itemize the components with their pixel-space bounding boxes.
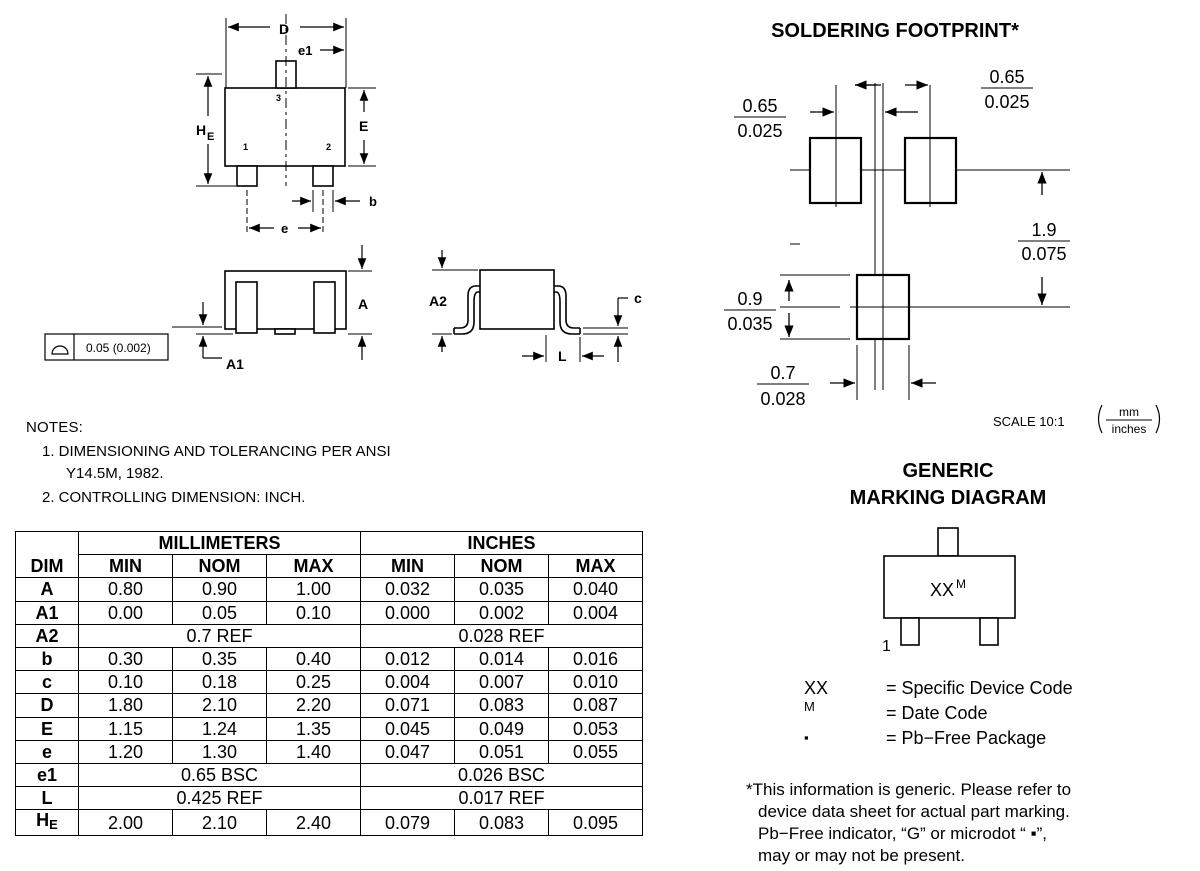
- marking-title: GENERIC MARKING DIAGRAM: [849, 460, 1047, 509]
- dim-top-right-mm: 0.65: [989, 67, 1024, 87]
- svg-text:0.05 (0.002): 0.05 (0.002): [86, 341, 151, 355]
- paren-left-icon: [1097, 404, 1103, 434]
- dim-label-D: D: [279, 21, 289, 37]
- flatness-tolerance-frame: 0.05 (0.002): [44, 333, 169, 361]
- dim-label-e1: e1: [298, 43, 312, 58]
- notes-heading: NOTES:: [26, 419, 84, 436]
- note-1: 1. DIMENSIONING AND TOLERANCING PER ANSI: [42, 443, 391, 460]
- dim-right-mm: 1.9: [1031, 220, 1056, 240]
- dim-bottom-mm: 0.7: [770, 363, 795, 383]
- col-header: NOM: [454, 554, 549, 579]
- col-header: MAX: [266, 554, 361, 579]
- footprint-title: SOLDERING FOOTPRINT*: [771, 20, 1019, 42]
- pin-number-2: 2: [326, 142, 331, 152]
- paren-right-icon: [1155, 404, 1161, 434]
- dim-label-e: e: [281, 221, 288, 236]
- dim-left-mm: 0.9: [737, 289, 762, 309]
- marking-code: XX: [930, 580, 954, 600]
- dim-label-L: L: [558, 348, 567, 364]
- marking-code-sup: M: [956, 577, 966, 591]
- marking-pin1: 1: [882, 638, 891, 655]
- dim-label-b: b: [369, 194, 377, 209]
- flatness-symbol-icon: [51, 345, 69, 355]
- unit-mm: mm: [1119, 405, 1139, 419]
- dim-label-HE-sub: E: [207, 131, 214, 143]
- soldering-footprint-drawing: 0.65 0.025 0.65 0.025 1.9 0.075 0.9 0.03…: [724, 67, 1161, 436]
- dim-label-A1: A1: [226, 356, 244, 372]
- col-header: DIM: [15, 554, 79, 579]
- legend-row: XX = Specific Device Code: [804, 678, 1073, 698]
- table-row: L 0.425 REF 0.017 REF: [15, 786, 643, 811]
- legend-row: M = Date Code: [804, 699, 988, 723]
- dim-right-in: 0.075: [1021, 244, 1066, 264]
- col-header: MIN: [78, 554, 173, 579]
- table-row: A2 0.7 REF 0.028 REF: [15, 623, 643, 648]
- pin-number-3: 3: [276, 93, 281, 103]
- col-header: MIN: [360, 554, 455, 579]
- note-2: 2. CONTROLLING DIMENSION: INCH.: [42, 489, 306, 506]
- table-row: e1 0.65 BSC 0.026 BSC: [15, 762, 643, 788]
- pin-number-1: 1: [243, 142, 248, 152]
- dim-label-A2: A2: [429, 293, 447, 309]
- dim-top-right-in: 0.025: [984, 92, 1029, 112]
- dim-label-HE: H: [196, 122, 206, 138]
- scale-label: SCALE 10:1: [993, 414, 1065, 429]
- col-header: NOM: [172, 554, 267, 579]
- dim-left-in: 0.035: [727, 314, 772, 334]
- notes-block: NOTES: 1. DIMENSIONING AND TOLERANCING P…: [26, 416, 391, 510]
- unit-inches: inches: [1112, 422, 1147, 436]
- marking-diagram: XX M 1: [882, 527, 1016, 655]
- dim-top-left-mm: 0.65: [742, 96, 777, 116]
- footnote: *This information is generic. Please ref…: [746, 780, 1072, 865]
- dim-bottom-in: 0.028: [760, 389, 805, 409]
- header-inches: INCHES: [360, 530, 643, 556]
- col-header: MAX: [548, 554, 643, 579]
- marking-legend: XX = Specific Device Code M = Date Code …: [804, 676, 1164, 756]
- header-millimeters: MILLIMETERS: [78, 530, 361, 556]
- dim-label-E: E: [359, 118, 368, 134]
- note-1-continued: Y14.5M, 1982.: [66, 465, 164, 482]
- dim-top-left-in: 0.025: [737, 121, 782, 141]
- dim-label-c: c: [634, 290, 642, 306]
- package-outline-drawing: D e1 H E E b e 1 2 3 A A1 0.05 (0.002): [44, 14, 642, 372]
- legend-row: ▪ = Pb−Free Package: [804, 728, 1047, 748]
- dim-label-A: A: [358, 296, 368, 312]
- dimension-table: MILLIMETERS INCHES DIM MIN NOM MAX MIN N…: [15, 530, 643, 837]
